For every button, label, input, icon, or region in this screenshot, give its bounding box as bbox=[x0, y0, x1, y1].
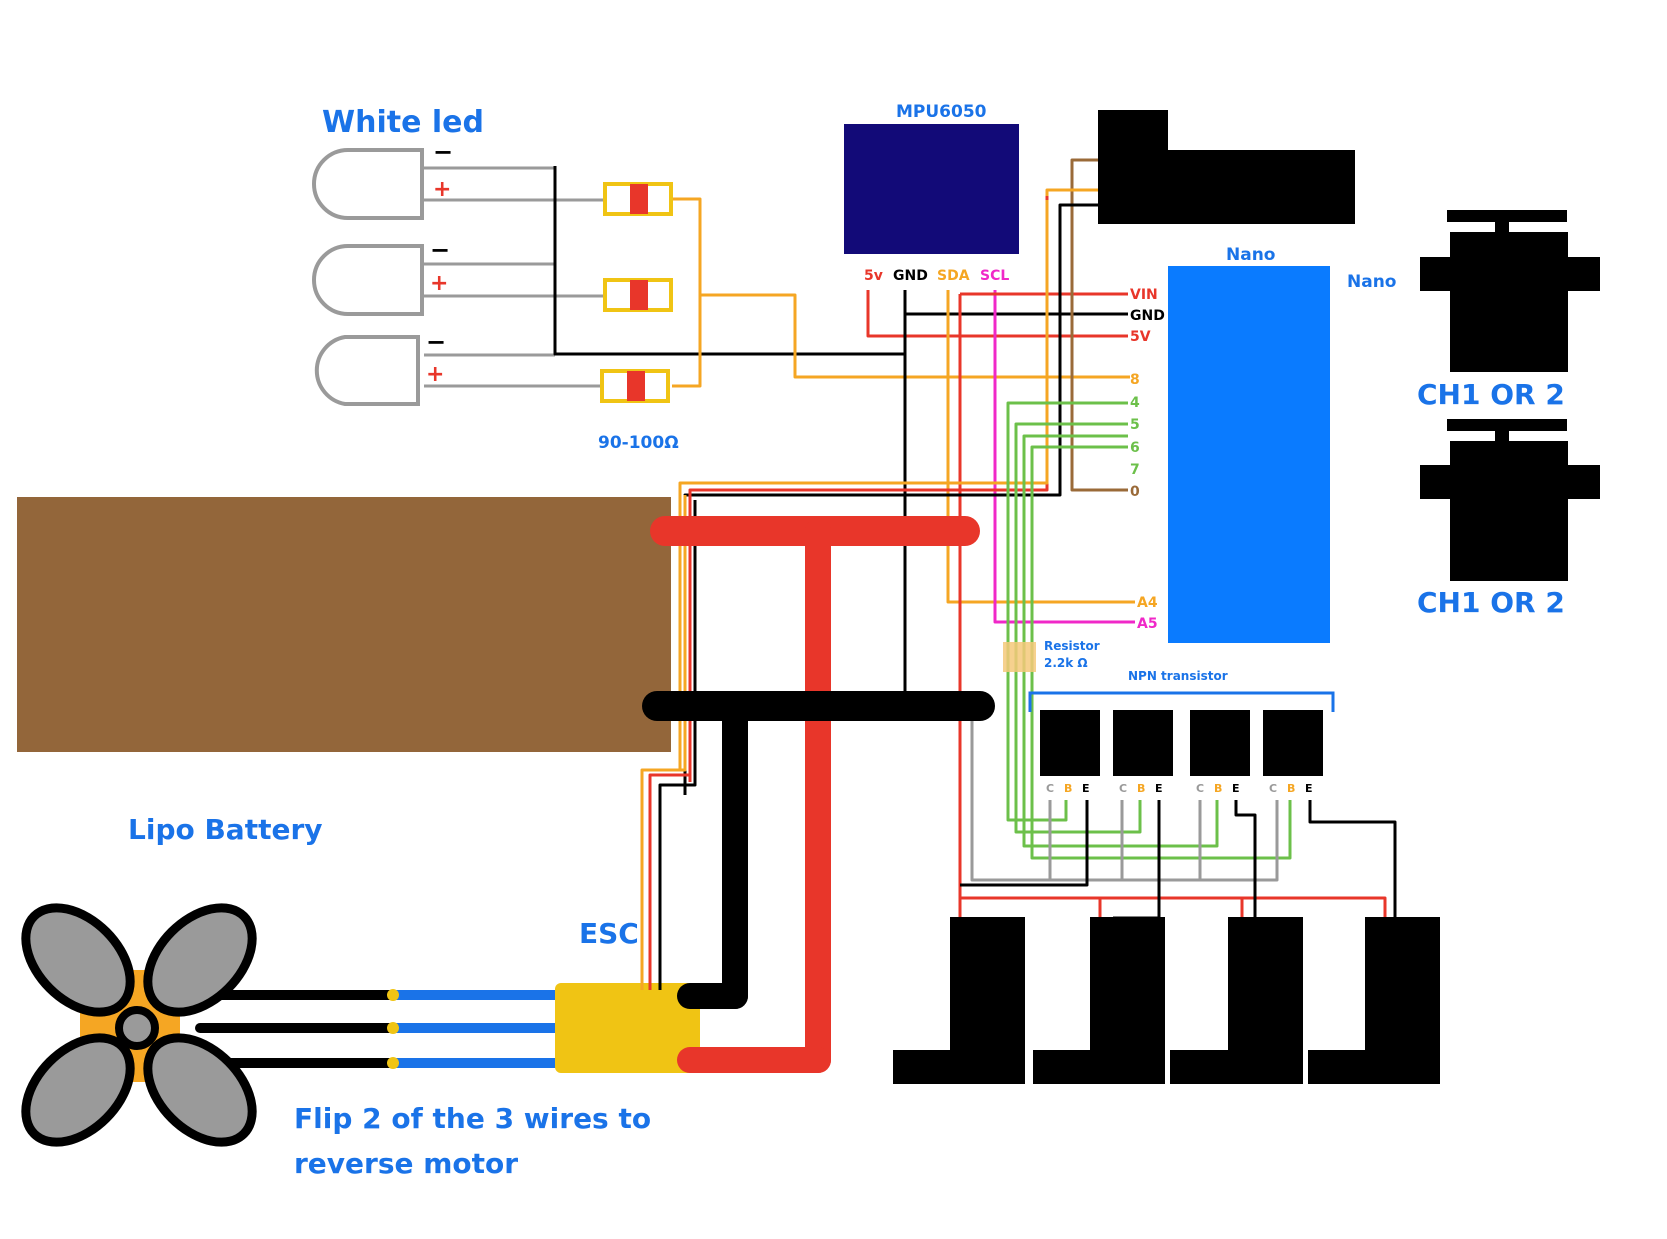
nano-pin-0: 0 bbox=[1130, 484, 1140, 500]
resistor-2-2k bbox=[1003, 642, 1036, 672]
t2-pin-b: B bbox=[1137, 782, 1145, 795]
led-2 bbox=[312, 244, 424, 316]
t3-pin-b: B bbox=[1214, 782, 1222, 795]
nano-pin-gnd: GND bbox=[1130, 308, 1165, 324]
mpu6050-label: MPU6050 bbox=[896, 102, 987, 122]
esc-leads bbox=[677, 983, 831, 1073]
resistor-value-label: 90-100Ω bbox=[598, 433, 679, 453]
nano-pin-5v: 5V bbox=[1130, 329, 1151, 345]
propeller bbox=[21, 903, 257, 1147]
mpu-pin-5v: 5v bbox=[864, 268, 883, 284]
nano-pin-vin: VIN bbox=[1130, 287, 1158, 303]
led2-plus: + bbox=[430, 271, 448, 296]
npn-label: NPN transistor bbox=[1128, 669, 1228, 683]
t4-pin-c: C bbox=[1269, 782, 1277, 795]
servo-1 bbox=[1420, 210, 1600, 372]
mpu6050-board bbox=[844, 124, 1019, 254]
t1-pin-e: E bbox=[1082, 782, 1090, 795]
npn-transistors bbox=[1040, 710, 1323, 776]
labels: White led 90-100Ω MPU6050 5v GND SDA SCL… bbox=[128, 102, 1565, 1180]
nano-pin-8: 8 bbox=[1130, 372, 1140, 388]
motor-wires bbox=[195, 989, 570, 1069]
nano-pin-a5: A5 bbox=[1137, 616, 1158, 632]
led1-plus: + bbox=[433, 177, 451, 202]
led2-minus: − bbox=[430, 236, 450, 264]
npn-bracket bbox=[1028, 691, 1335, 712]
led-1 bbox=[312, 148, 424, 220]
flip-note-line2: reverse motor bbox=[294, 1147, 518, 1180]
led-resistors bbox=[600, 182, 673, 403]
esc-label: ESC bbox=[579, 917, 639, 950]
nano-label-side: Nano bbox=[1347, 272, 1396, 292]
receiver-block bbox=[1098, 110, 1355, 224]
t1-pin-b: B bbox=[1064, 782, 1072, 795]
power-bus bbox=[642, 516, 995, 1073]
t3-pin-c: C bbox=[1196, 782, 1204, 795]
battery-leads bbox=[642, 516, 715, 721]
servo2-label: CH1 OR 2 bbox=[1417, 586, 1565, 619]
servo1-label: CH1 OR 2 bbox=[1417, 378, 1565, 411]
led3-plus: + bbox=[426, 362, 444, 387]
nano-label-top: Nano bbox=[1226, 245, 1275, 265]
resistor-label-line1: Resistor bbox=[1044, 639, 1100, 653]
mpu-pin-gnd: GND bbox=[893, 268, 928, 284]
esc-module bbox=[555, 983, 700, 1073]
servo-2 bbox=[1420, 419, 1600, 581]
nano-pin-a4: A4 bbox=[1137, 595, 1158, 611]
t1-pin-c: C bbox=[1046, 782, 1054, 795]
esc-signal-stubs bbox=[640, 960, 662, 990]
flip-note-line1: Flip 2 of the 3 wires to bbox=[294, 1102, 651, 1135]
t2-pin-e: E bbox=[1155, 782, 1163, 795]
white-led-label: White led bbox=[322, 105, 484, 140]
nano-pin-6: 6 bbox=[1130, 440, 1140, 456]
t2-pin-c: C bbox=[1119, 782, 1127, 795]
led-3 bbox=[314, 335, 420, 406]
nano-pin-5: 5 bbox=[1130, 417, 1140, 433]
nano-pin-7: 7 bbox=[1130, 462, 1140, 478]
resistor-label-line2: 2.2k Ω bbox=[1044, 656, 1088, 670]
wires bbox=[424, 158, 1397, 990]
mpu-pin-sda: SDA bbox=[937, 268, 970, 284]
led3-minus: − bbox=[426, 328, 446, 356]
white-led-group: − + − + − + bbox=[312, 138, 453, 406]
nano-pin-4: 4 bbox=[1130, 395, 1140, 411]
lipo-battery-label: Lipo Battery bbox=[128, 813, 323, 846]
t3-pin-e: E bbox=[1232, 782, 1240, 795]
mpu-pin-scl: SCL bbox=[980, 268, 1009, 284]
t4-pin-e: E bbox=[1305, 782, 1313, 795]
lipo-battery bbox=[17, 497, 671, 752]
t4-pin-b: B bbox=[1287, 782, 1295, 795]
led1-minus: − bbox=[433, 138, 453, 166]
nano-board bbox=[1168, 266, 1330, 643]
bottom-motors bbox=[893, 917, 1440, 1084]
